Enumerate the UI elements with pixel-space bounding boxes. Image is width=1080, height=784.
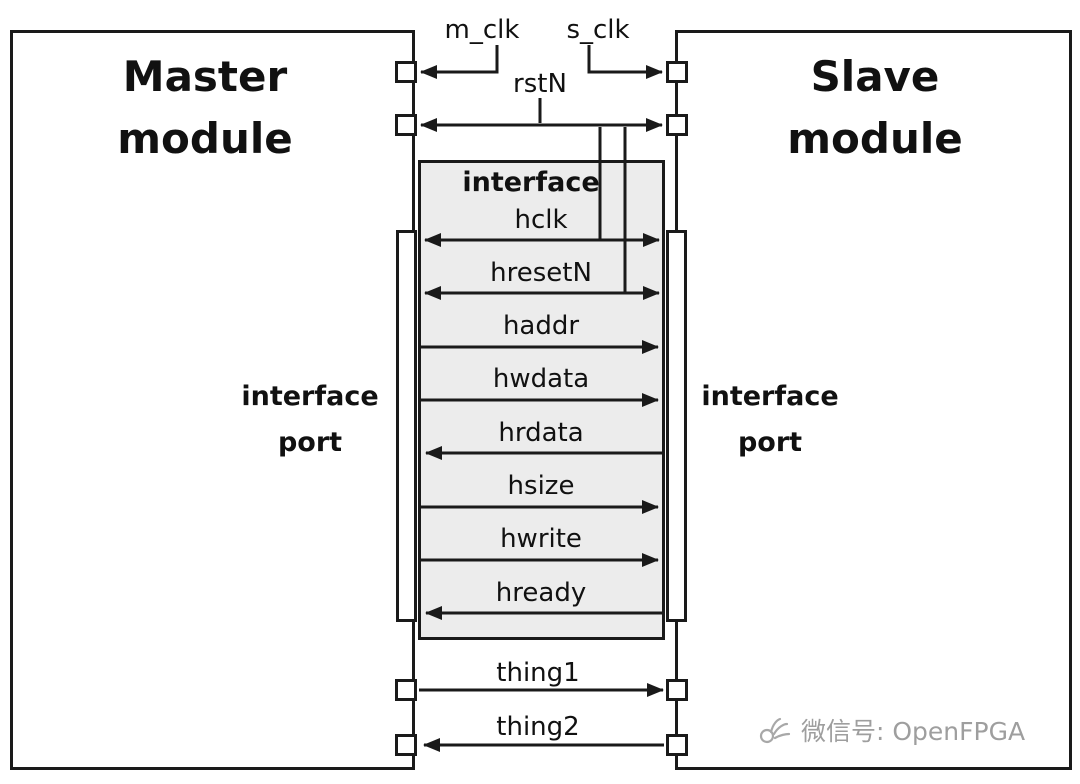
rstn-label: rstN xyxy=(513,69,567,99)
slave-clk-port xyxy=(666,61,688,83)
slave-interface-port xyxy=(666,230,687,622)
m-clk-label: m_clk xyxy=(444,15,520,45)
slave-module-title: Slave module xyxy=(787,46,962,170)
right-port-label-line1: interface xyxy=(701,381,839,412)
s-clk-label: s_clk xyxy=(566,15,630,45)
hwrite-label: hwrite xyxy=(500,524,582,554)
hwdata-label: hwdata xyxy=(492,364,590,394)
right-interface-port-label: interface port xyxy=(701,374,838,466)
watermark-text: 微信号: OpenFPGA xyxy=(801,717,1026,746)
master-rst-port xyxy=(395,114,417,136)
right-port-label-line2: port xyxy=(737,427,803,458)
m-clk-wire xyxy=(420,45,499,79)
hclk-label: hclk xyxy=(514,205,568,235)
slave-rst-port xyxy=(666,114,688,136)
hrdata-label: hrdata xyxy=(498,418,584,448)
master-title-line1: Master xyxy=(122,52,288,101)
thing1-label: thing1 xyxy=(496,658,580,688)
haddr-label: haddr xyxy=(502,311,580,341)
slave-title-line1: Slave xyxy=(810,52,940,101)
master-title-line2: module xyxy=(117,114,293,163)
hresetn-label: hresetN xyxy=(490,258,592,288)
s-clk-wire xyxy=(587,45,663,79)
thing2-label: thing2 xyxy=(496,712,580,742)
master-thing1-port xyxy=(395,679,417,701)
slave-thing1-port xyxy=(666,679,688,701)
ok-hand-icon xyxy=(759,717,791,744)
master-thing2-port xyxy=(395,734,417,756)
slave-title-line2: module xyxy=(787,114,963,163)
master-module-title: Master module xyxy=(117,46,292,170)
slave-module-box xyxy=(675,30,1072,770)
master-module-box xyxy=(10,30,415,770)
interface-box-title: interface xyxy=(462,167,600,198)
watermark: 微信号: OpenFPGA xyxy=(757,712,1025,748)
left-interface-port-label: interface port xyxy=(241,374,378,466)
master-clk-port xyxy=(395,61,417,83)
master-interface-port xyxy=(396,230,417,622)
left-port-label-line2: port xyxy=(277,427,343,458)
slave-thing2-port xyxy=(666,734,688,756)
hready-label: hready xyxy=(495,578,587,608)
left-port-label-line1: interface xyxy=(241,381,379,412)
hsize-label: hsize xyxy=(507,471,575,501)
